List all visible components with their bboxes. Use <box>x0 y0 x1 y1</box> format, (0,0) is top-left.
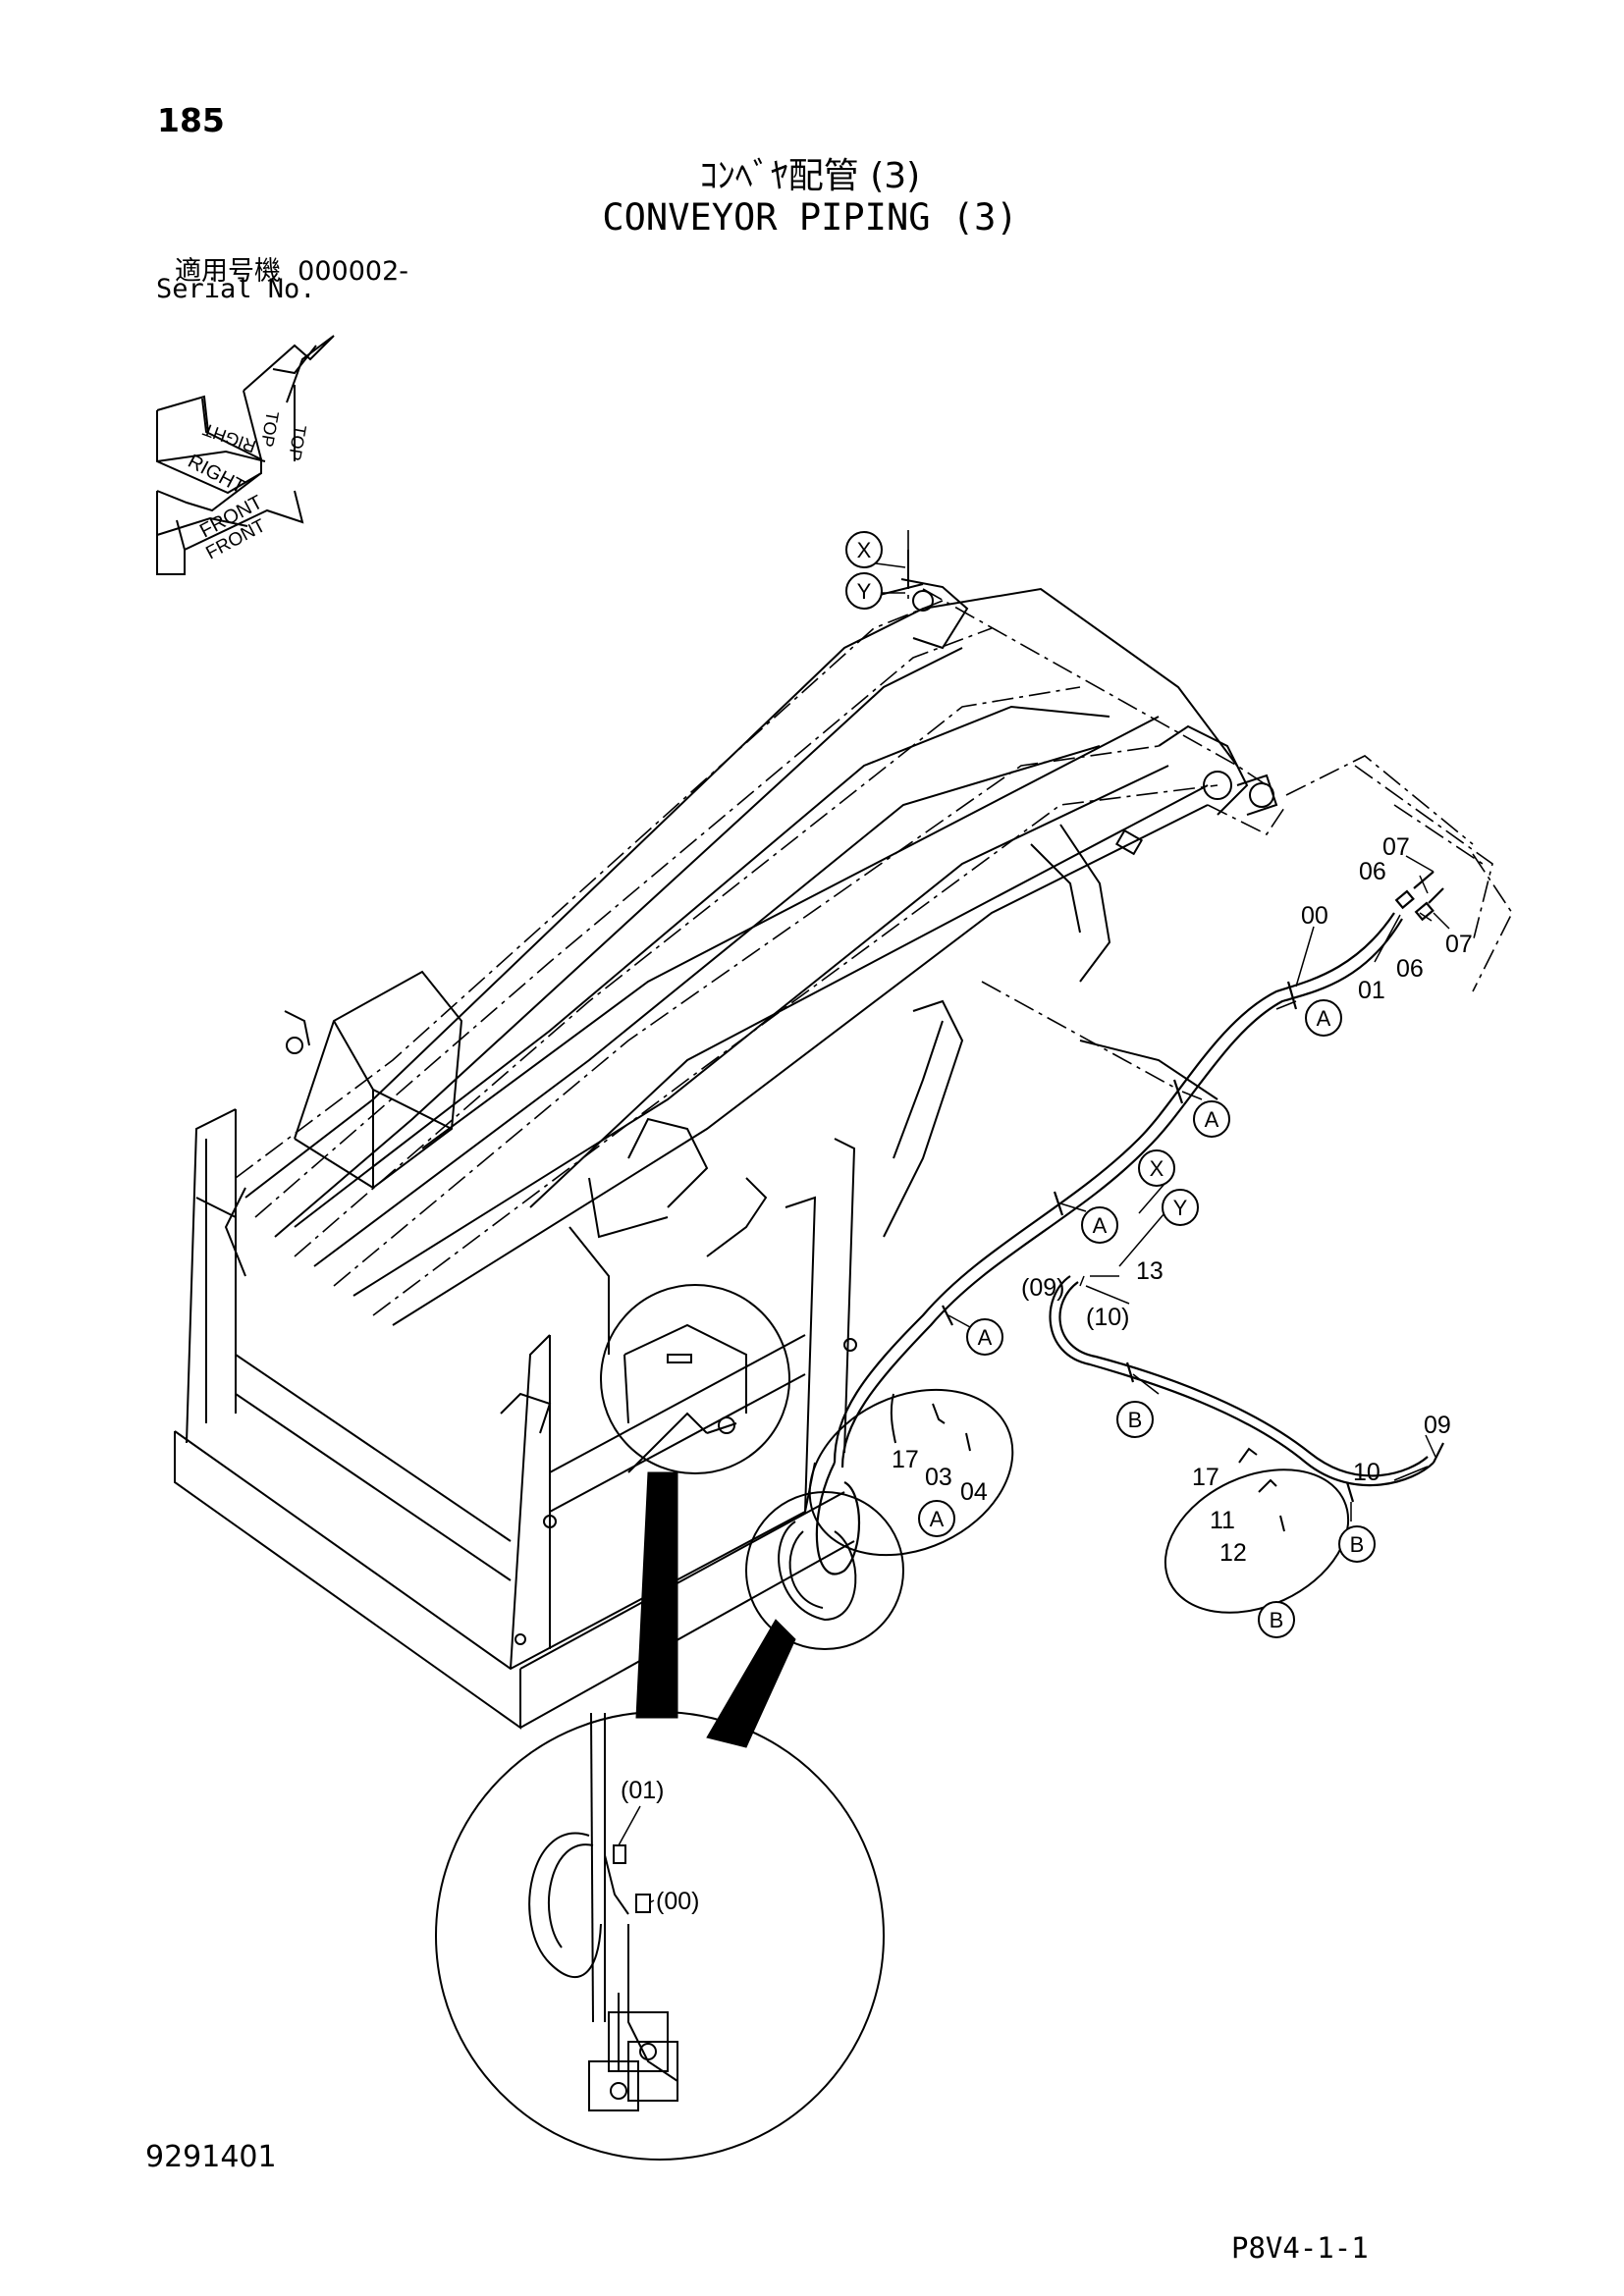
callout-b-2: B <box>1338 1525 1376 1563</box>
serial-label-japanese: 適用号機 000002- <box>175 249 408 288</box>
part-01-paren-detail: (01) <box>621 1777 664 1804</box>
page-code: P8V4-1-1 <box>1231 2231 1369 2265</box>
detail-circle-large <box>435 1711 885 2161</box>
part-17-detail-a: 17 <box>892 1446 919 1473</box>
callout-b-detail: B <box>1258 1601 1295 1638</box>
part-number-labels: 07 06 00 01 06 07 (09) 13 (10) 17 03 04 … <box>621 833 1473 1915</box>
part-09-paren-mid: (09) <box>1021 1274 1064 1302</box>
callout-b-1-label: B <box>1128 1408 1143 1432</box>
detail-circle-mid <box>745 1491 904 1650</box>
orientation-top-1: TOP <box>257 409 283 449</box>
callout-x-top-label: X <box>857 538 872 562</box>
conveyor-frame-illustration <box>174 530 1513 1730</box>
part-10-right: 10 <box>1353 1459 1380 1486</box>
part-07-upper: 07 <box>1382 833 1410 861</box>
callout-a-3: A <box>1081 1206 1118 1244</box>
part-11: 11 <box>1210 1507 1235 1534</box>
detail-circle-upper <box>600 1284 790 1474</box>
serial-label-english: Serial No. <box>156 274 316 304</box>
callout-b-detail-label: B <box>1270 1608 1284 1632</box>
callout-a-2-label: A <box>1205 1107 1219 1132</box>
part-04: 04 <box>960 1478 988 1506</box>
callout-y-top-label: Y <box>857 579 872 604</box>
callout-a-4: A <box>966 1318 1003 1356</box>
detail-pointer-wedges <box>635 1471 796 1748</box>
part-00-paren-detail: (00) <box>656 1888 699 1915</box>
callout-x-top: X <box>845 531 883 568</box>
callout-a-4-label: A <box>978 1325 993 1350</box>
title-english: CONVEYOR PIPING (3) <box>602 196 1018 239</box>
callout-a-3-label: A <box>1093 1213 1108 1238</box>
document-number: 9291401 <box>145 2140 277 2174</box>
callout-a-detail: A <box>918 1500 955 1537</box>
part-03: 03 <box>925 1464 952 1491</box>
title-japanese: ｺﾝﾍﾞﾔ配管 (3) <box>699 156 921 196</box>
part-06-upper: 06 <box>1359 858 1386 885</box>
callout-a-detail-label: A <box>930 1507 945 1531</box>
part-06-lower: 06 <box>1396 955 1424 983</box>
callout-y-top: Y <box>845 572 883 610</box>
orientation-indicator: RIGHT RIGHT FRONT FRONT TOP TOP <box>156 335 335 575</box>
callout-b-2-label: B <box>1350 1532 1365 1557</box>
callout-a-2: A <box>1193 1100 1230 1138</box>
orientation-right-mirrored: RIGHT <box>200 419 258 456</box>
detail-circle-b <box>1164 1447 1350 1614</box>
callout-a-1: A <box>1305 999 1342 1037</box>
callout-x-mid: X <box>1138 1149 1175 1187</box>
serial-label-jp-text: 適用号機 <box>175 256 281 287</box>
serial-value: 000002- <box>298 256 408 287</box>
orientation-top-2: TOP <box>285 423 310 462</box>
part-12: 12 <box>1219 1539 1247 1567</box>
part-01: 01 <box>1358 977 1385 1004</box>
part-10-paren-mid: (10) <box>1086 1304 1129 1331</box>
part-13: 13 <box>1136 1257 1164 1285</box>
part-07-lower: 07 <box>1445 931 1473 958</box>
detail-part-leaders <box>618 1805 655 1903</box>
orientation-right: RIGHT <box>185 451 248 499</box>
callout-b-1: B <box>1116 1401 1154 1438</box>
page-number: 185 <box>157 101 225 139</box>
part-17-detail-b: 17 <box>1192 1464 1219 1491</box>
part-00: 00 <box>1301 902 1328 930</box>
callout-a-1-label: A <box>1317 1006 1331 1031</box>
callout-y-mid: Y <box>1162 1189 1199 1226</box>
callout-y-mid-label: Y <box>1173 1196 1188 1220</box>
part-09-right: 09 <box>1424 1412 1451 1439</box>
callout-x-mid-label: X <box>1150 1156 1164 1181</box>
detail-circle-a <box>808 1388 1014 1557</box>
